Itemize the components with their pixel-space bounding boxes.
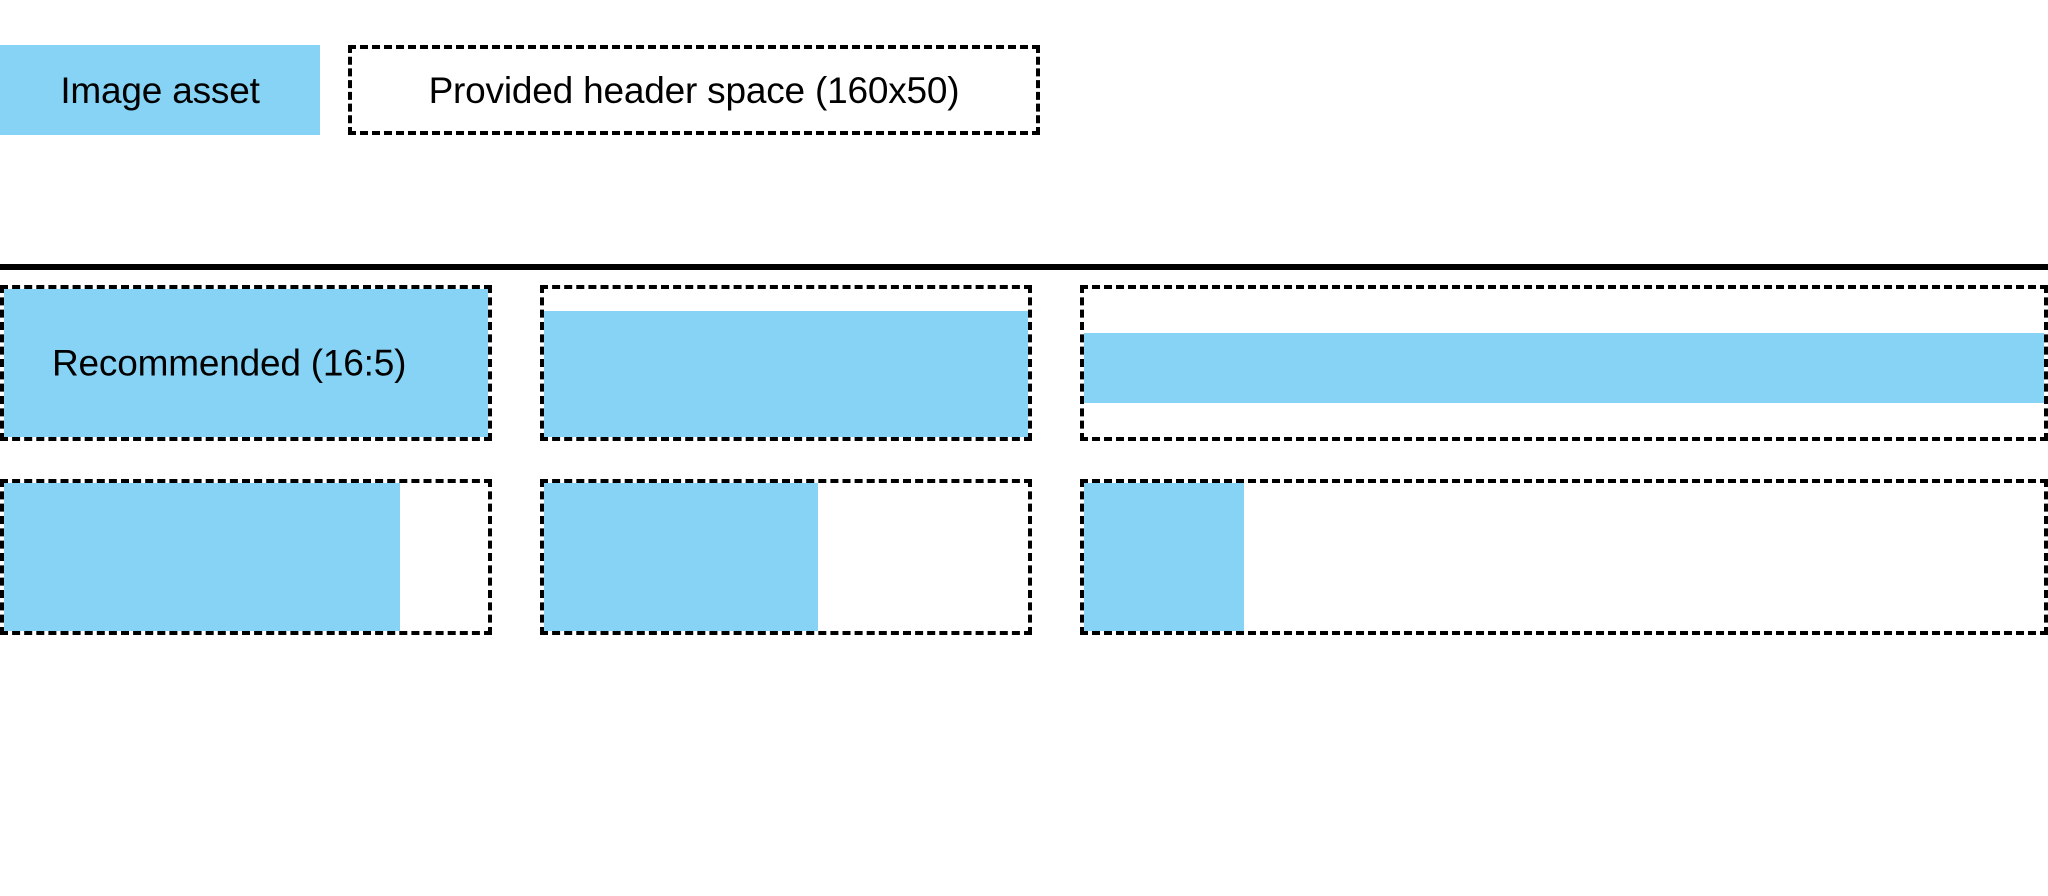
asset-fill <box>1084 333 2044 403</box>
example-row-height-variants: Recommended (16:5) <box>0 285 2048 441</box>
legend-gap <box>320 45 348 135</box>
example-cell-shorter-height-variant <box>540 285 1032 441</box>
asset-fill <box>4 483 400 631</box>
asset-fill <box>4 289 488 437</box>
example-cell-recommended-fill: Recommended (16:5) <box>0 285 492 441</box>
example-cell-medium-width-variant <box>540 479 1032 635</box>
example-row-width-variants <box>0 479 2048 635</box>
asset-fill <box>544 483 818 631</box>
row-spacer <box>0 441 2048 479</box>
example-cell-narrow-width-variant <box>1080 479 2048 635</box>
provided-header-space-box: Provided header space (160x50) <box>348 45 1040 135</box>
image-asset-label: Image asset <box>60 69 260 111</box>
example-cell-wide-width-variant <box>0 479 492 635</box>
legend: Image asset Provided header space (160x5… <box>0 45 1040 135</box>
example-cell-shortest-height-variant <box>1080 285 2048 441</box>
recommended-label: Recommended (16:5) <box>52 342 407 384</box>
image-asset-swatch: Image asset <box>0 45 320 135</box>
asset-fill <box>1084 483 1244 631</box>
asset-fill <box>544 311 1028 437</box>
section-divider <box>0 264 2048 270</box>
example-grid: Recommended (16:5) <box>0 285 2048 635</box>
provided-header-space-label: Provided header space (160x50) <box>428 69 960 111</box>
